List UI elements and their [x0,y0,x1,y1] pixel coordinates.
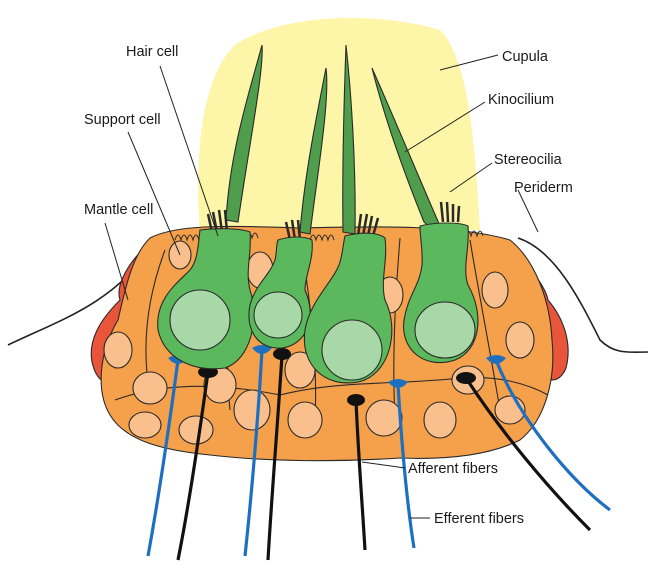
label-support-cell: Support cell [84,112,161,128]
hair-cell-nucleus [170,290,230,350]
afferent-terminal [456,372,476,384]
support-nucleus [482,272,508,308]
support-nucleus [234,390,270,430]
label-afferent-fibers: Afferent fibers [408,461,498,477]
support-nucleus [104,332,132,368]
hair-cell-nucleus [254,292,302,338]
label-stereocilia: Stereocilia [494,152,563,168]
leader-afferent [362,462,405,468]
support-nucleus [506,322,534,358]
support-nucleus [424,402,456,438]
hair-cell-nucleus [322,320,382,380]
support-nucleus [133,372,167,404]
label-kinocilium: Kinocilium [488,92,554,108]
support-nucleus [366,400,402,436]
leader-mantle-cell [105,223,128,300]
leader-periderm [518,190,538,232]
label-mantle-cell: Mantle cell [84,202,153,218]
label-efferent-fibers: Efferent fibers [434,511,524,527]
support-nucleus [129,412,161,438]
afferent-terminal [273,348,291,360]
label-hair-cell: Hair cell [126,44,178,60]
hair-cell-nucleus [415,302,475,358]
support-nucleus [288,402,322,438]
support-nucleus [179,416,213,444]
label-cupula: Cupula [502,49,549,65]
label-periderm: Periderm [514,180,573,196]
afferent-terminal [347,394,365,406]
